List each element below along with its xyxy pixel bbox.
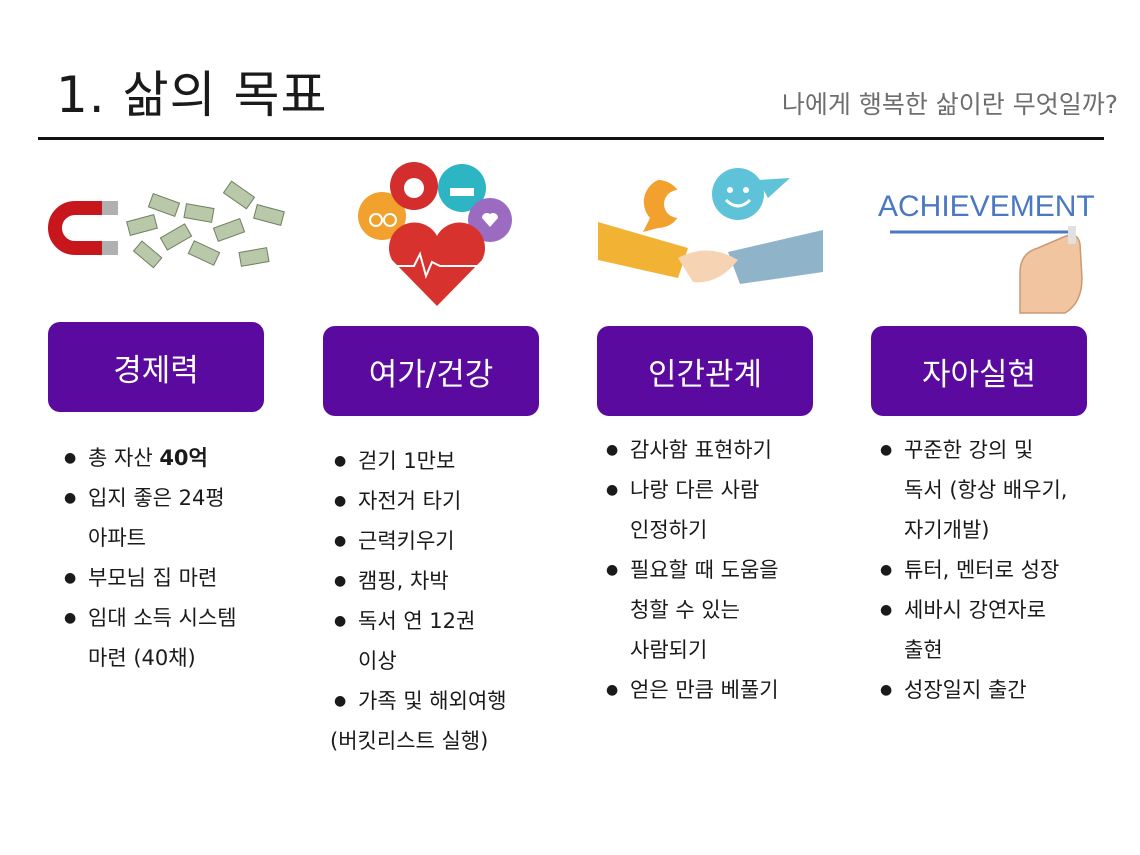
page-title: 1. 삶의 목표: [56, 66, 328, 124]
list-item: ●임대 소득 시스템: [64, 606, 237, 630]
category-relationships: 인간관계: [597, 326, 813, 416]
list-item: ●성장일지 출간: [880, 678, 1027, 702]
list-item-continuation: 출현: [904, 638, 943, 662]
list-item: ●튜터, 멘터로 성장: [880, 558, 1060, 582]
list-item-plain: (버킷리스트 실행): [330, 729, 489, 753]
category-self-realization: 자아실현: [871, 326, 1087, 416]
list-item: ●얻은 만큼 베풀기: [606, 678, 779, 702]
handshake-icon: [598, 160, 823, 300]
list-item: ●부모님 집 마련: [64, 566, 218, 590]
list-item-continuation: 아파트: [88, 526, 146, 550]
achievement-hand-icon: ACHIEVEMENT: [870, 178, 1095, 318]
category-economy: 경제력: [48, 322, 264, 412]
list-item-continuation: 인정하기: [630, 518, 708, 542]
list-item: ●입지 좋은 24평: [64, 486, 225, 510]
list-item-continuation: 사람되기: [630, 638, 708, 662]
leisure-health-list: ●걷기 1만보 ●자전거 타기 ●근력키우기 ●캠핑, 차박 ●독서 연 12권…: [330, 441, 580, 761]
list-item-continuation: 자기개발): [904, 518, 990, 542]
achievement-text: ACHIEVEMENT: [878, 190, 1095, 223]
list-item: ●걷기 1만보: [334, 449, 456, 473]
list-item: ●자전거 타기: [334, 489, 462, 513]
list-item: ●감사함 표현하기: [606, 438, 772, 462]
list-item: ●총 자산 40억: [64, 446, 208, 470]
list-item: ●세바시 강연자로: [880, 598, 1046, 622]
category-leisure-health: 여가/건강: [323, 326, 539, 416]
list-item: ●캠핑, 차박: [334, 569, 449, 593]
self-realization-list: ●꾸준한 강의 및 독서 (항상 배우기, 자기개발) ●튜터, 멘터로 성장 …: [876, 430, 1126, 710]
list-item-continuation: 이상: [358, 649, 397, 673]
magnet-money-icon: [40, 168, 290, 288]
list-item: ●근력키우기: [334, 529, 455, 553]
health-leisure-icon: [352, 158, 522, 313]
list-item: ●가족 및 해외여행: [334, 689, 507, 713]
list-item-continuation: 마련 (40채): [88, 646, 196, 670]
list-item: ●필요할 때 도움을: [606, 558, 779, 582]
list-item: ●나랑 다른 사람: [606, 478, 760, 502]
economy-list: ●총 자산 40억 ●입지 좋은 24평 아파트 ●부모님 집 마련 ●임대 소…: [60, 438, 300, 678]
list-item-continuation: 청할 수 있는: [630, 598, 740, 622]
page-subtitle: 나에게 행복한 삶이란 무엇일까?: [781, 90, 1118, 119]
title-divider: [38, 137, 1104, 140]
relationships-list: ●감사함 표현하기 ●나랑 다른 사람 인정하기 ●필요할 때 도움을 청할 수…: [602, 430, 852, 710]
list-item-continuation: 독서 (항상 배우기,: [904, 478, 1068, 502]
list-item: ●꾸준한 강의 및: [880, 438, 1034, 462]
list-item: ●독서 연 12권: [334, 609, 476, 633]
